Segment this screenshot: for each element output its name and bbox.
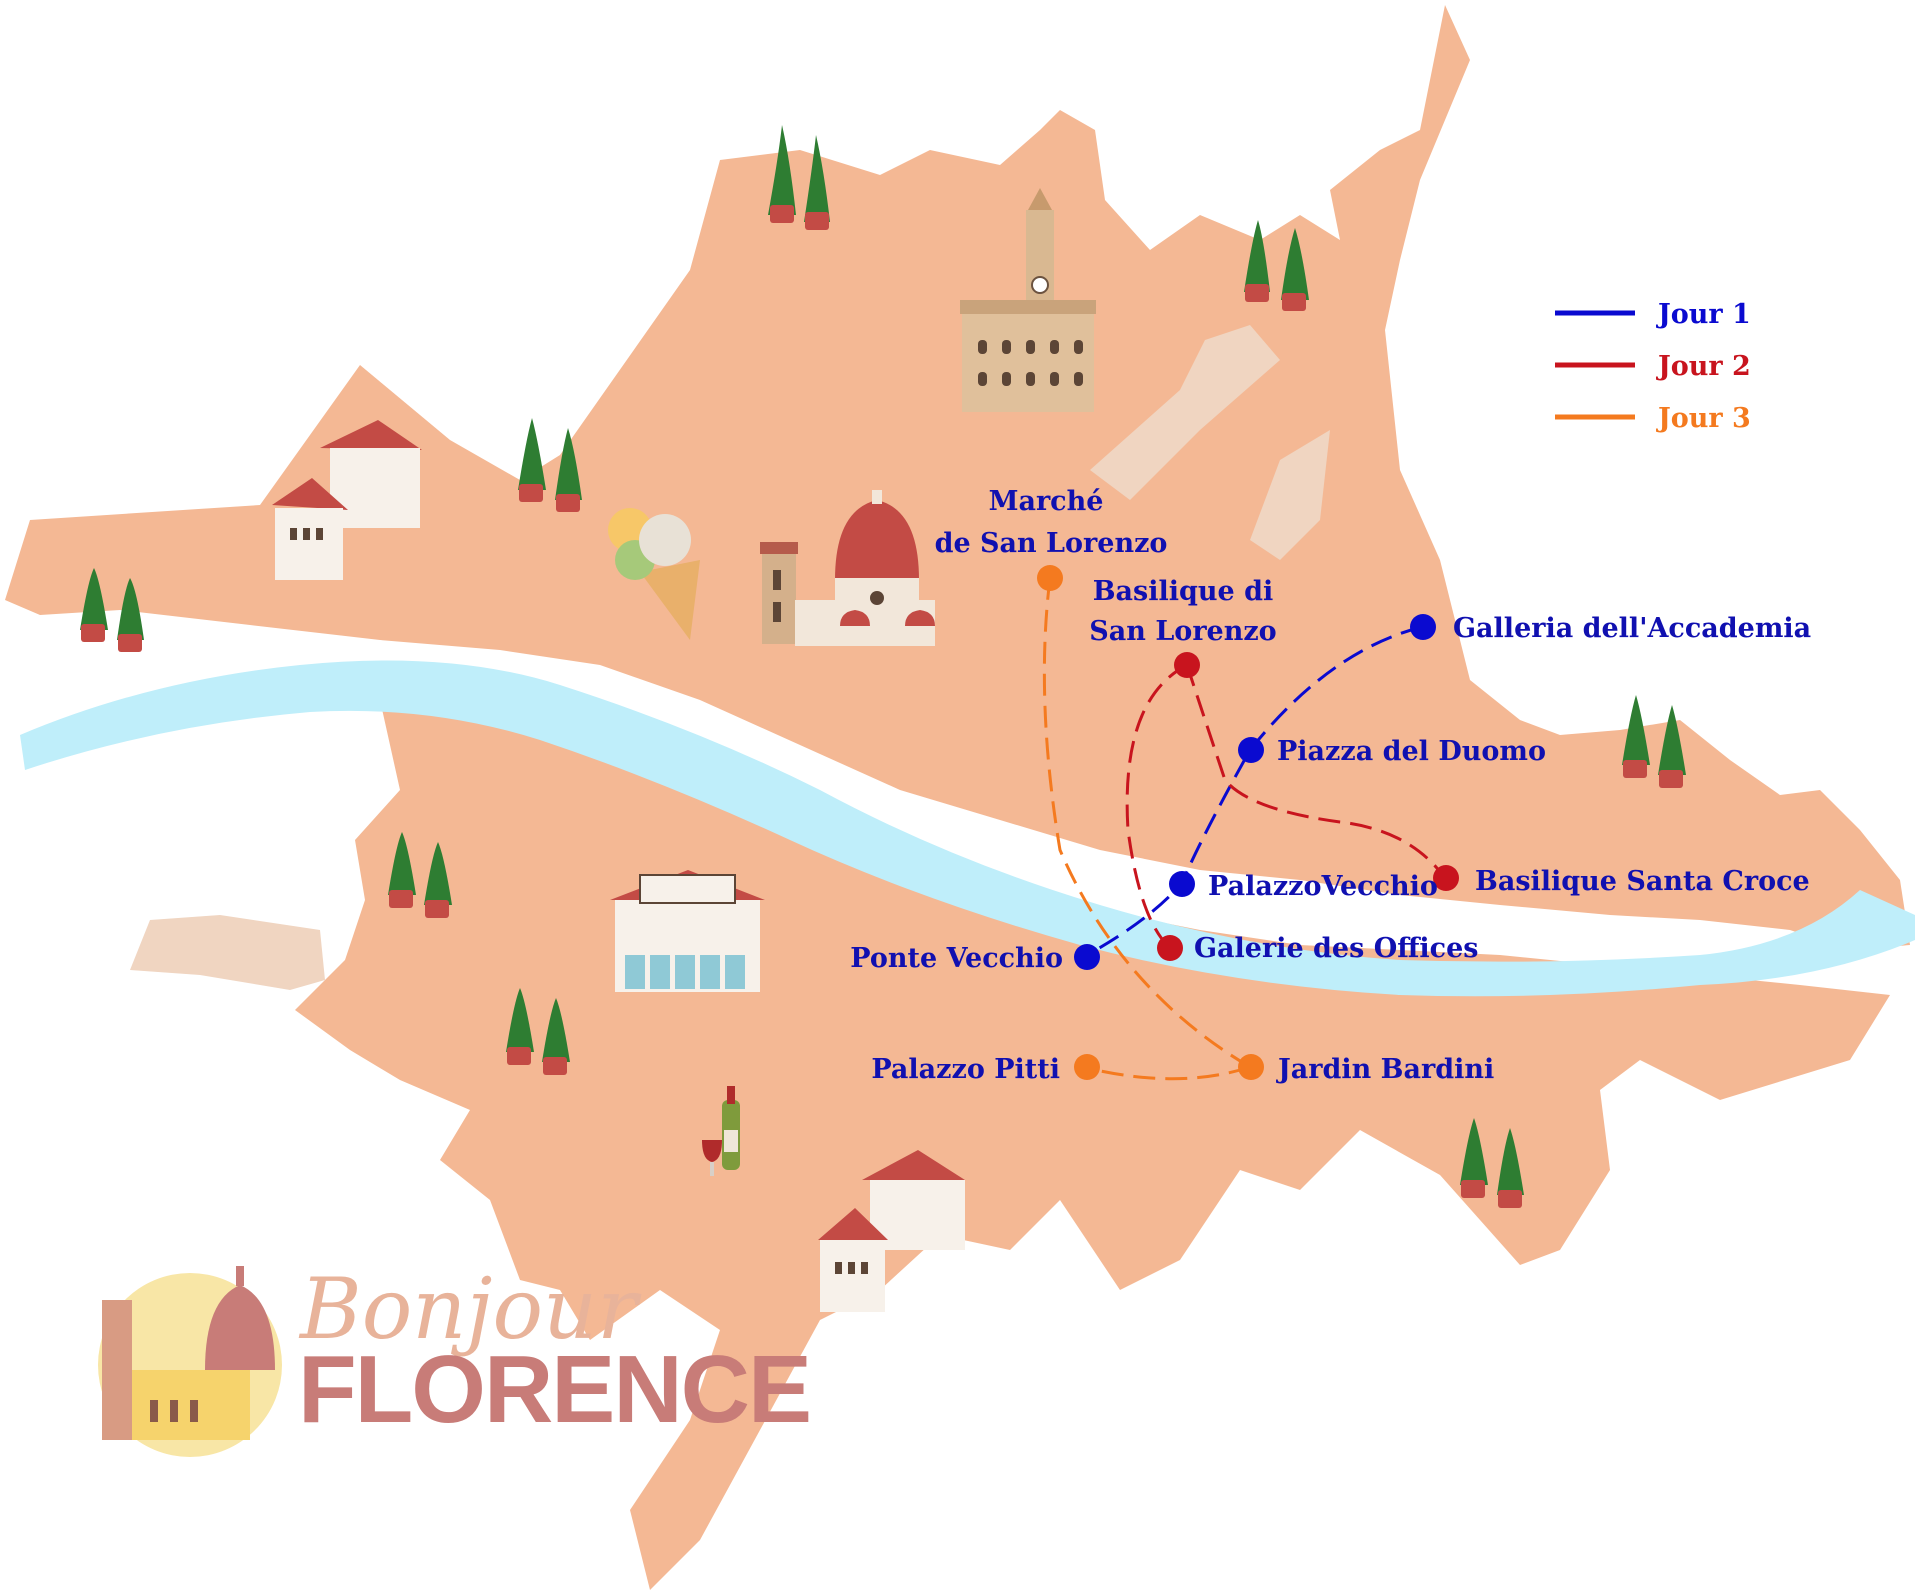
- arno-river: [20, 660, 1915, 997]
- label-marche-line2: de San Lorenzo: [935, 528, 1168, 559]
- legend-jour-1: Jour 1: [1656, 299, 1751, 330]
- wine-icon: [702, 1086, 740, 1176]
- church-icon: [610, 870, 765, 992]
- marker-basilique-lorenzo[interactable]: [1174, 652, 1200, 678]
- house-icon: [272, 420, 422, 580]
- park-area: [130, 915, 325, 990]
- bonjour-florence-logo: Bonjour FLORENCE: [98, 1260, 812, 1457]
- legend-jour-3: Jour 3: [1656, 403, 1751, 434]
- logo-main: FLORENCE: [298, 1336, 810, 1443]
- cypress-icon: [506, 988, 570, 1075]
- label-palazzo-vecchio: PalazzoVecchio: [1208, 871, 1438, 902]
- label-pitti: Palazzo Pitti: [871, 1054, 1060, 1085]
- land-north: [5, 5, 1910, 950]
- marker-ponte-vecchio[interactable]: [1074, 944, 1100, 970]
- cypress-icon: [1460, 1118, 1524, 1208]
- label-marche-line1: Marché: [989, 486, 1104, 517]
- label-basilique-lorenzo-line2: San Lorenzo: [1089, 616, 1276, 647]
- tower-icon: [960, 188, 1096, 412]
- route-jour-3: [1042, 577, 1251, 1081]
- marker-palazzo-vecchio[interactable]: [1169, 871, 1195, 897]
- label-basilique-lorenzo-line1: Basilique di: [1093, 576, 1274, 607]
- legend: Jour 1 Jour 2 Jour 3: [1555, 299, 1751, 434]
- marker-duomo[interactable]: [1238, 737, 1264, 763]
- marker-pitti[interactable]: [1074, 1054, 1100, 1080]
- marker-marche[interactable]: [1037, 565, 1063, 591]
- house-icon: [818, 1150, 965, 1312]
- marker-galleria[interactable]: [1410, 614, 1436, 640]
- park-area: [1250, 430, 1330, 560]
- route-jour-1: [1086, 625, 1423, 957]
- marker-santa-croce[interactable]: [1433, 865, 1459, 891]
- cypress-icon: [388, 832, 452, 918]
- cathedral-icon: [760, 490, 935, 646]
- label-santa-croce: Basilique Santa Croce: [1475, 866, 1810, 897]
- logo-script: Bonjour: [298, 1260, 642, 1358]
- park-area: [1090, 325, 1280, 500]
- marker-offices[interactable]: [1157, 935, 1183, 961]
- cypress-icon: [768, 125, 830, 230]
- label-ponte-vecchio: Ponte Vecchio: [850, 943, 1063, 974]
- label-galleria: Galleria dell'Accademia: [1453, 613, 1811, 644]
- cypress-icon: [518, 418, 582, 512]
- cypress-icon: [1244, 220, 1309, 311]
- marker-bardini[interactable]: [1238, 1054, 1264, 1080]
- gelato-icon: [608, 508, 700, 640]
- legend-jour-2: Jour 2: [1656, 351, 1751, 382]
- cypress-icon: [1622, 695, 1686, 788]
- label-bardini: Jardin Bardini: [1276, 1054, 1494, 1085]
- label-duomo: Piazza del Duomo: [1277, 736, 1546, 767]
- cypress-icon: [80, 568, 144, 652]
- route-jour-2: [1125, 663, 1447, 950]
- label-offices: Galerie des Offices: [1194, 933, 1478, 964]
